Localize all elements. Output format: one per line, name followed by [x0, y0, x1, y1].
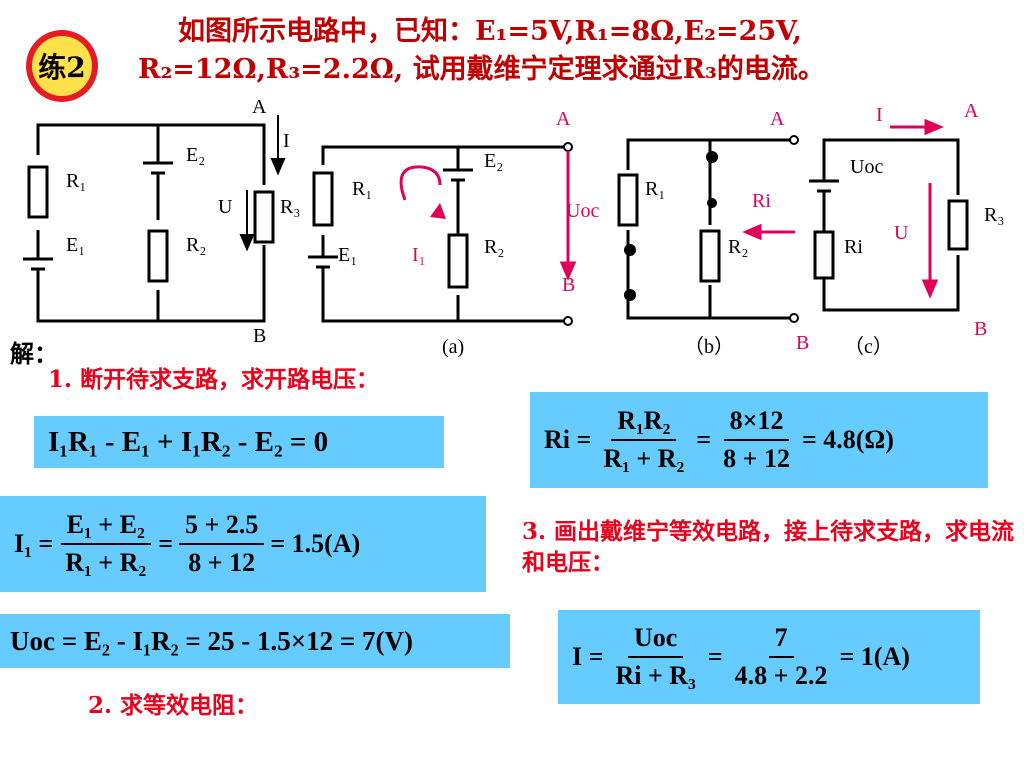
c-node-b-label: B [974, 318, 987, 340]
c-ri-label: Ri [844, 236, 863, 258]
main-node-b-label: B [253, 325, 266, 347]
main-r3-label: R₃ [280, 196, 300, 218]
step2-text: 2. 求等效电阻： [88, 692, 259, 719]
c-uoc-label: Uoc [850, 156, 883, 178]
uoc-equation: Uoc = E₂ - I₁R₂ = 25 - 1.5×12 = 7(V) [10, 625, 414, 656]
step1-text: 1. 断开待求支路，求开路电压： [48, 366, 380, 393]
a-caption: (a) [442, 336, 464, 358]
main-e1-label: E₁ [66, 234, 85, 256]
i1-result: = 1.5(A) [270, 529, 361, 558]
i-result: = 1(A) [839, 642, 910, 671]
step3-text: 3. 画出戴维宁等效电路，接上待求支路，求电流和电压： [522, 518, 1015, 576]
a-e2-label: E₂ [484, 150, 503, 172]
main-e2-label: E₂ [186, 144, 205, 166]
b-caption: （b） [684, 335, 734, 358]
main-r1-label: R₁ [66, 170, 86, 192]
circuit-diagrams: A B R₁ E₁ E₂ R₂ R₃ I U R₁ E₁ E₂ R₂ (a) R… [23, 96, 1004, 358]
a-i1-label: I₁ [412, 244, 426, 266]
a-e1-label: E₁ [338, 244, 357, 266]
solution-label: 解： [10, 339, 58, 368]
main-node-a-label: A [252, 96, 267, 118]
i1-lhs: I₁ = [14, 529, 54, 558]
circuit-c [822, 138, 960, 312]
b-node-a-label: A [770, 108, 785, 130]
c-caption: （c） [844, 335, 893, 358]
uoc-equation-box: Uoc = E₂ - I₁R₂ = 25 - 1.5×12 = 7(V) [0, 614, 510, 668]
main-current-i-label: I [283, 130, 290, 152]
b-ri-label: Ri [752, 190, 771, 212]
ri-result: = 4.8(Ω) [801, 425, 894, 454]
a-r1-label: R₁ [352, 178, 372, 200]
c-voltage-u-label: U [894, 222, 909, 244]
kvl-equation-box: I₁R₁ - E₁ + I₁R₂ - E₂ = 0 [34, 416, 444, 468]
c-current-i-label: I [876, 104, 883, 126]
c-node-a-label: A [964, 100, 979, 122]
ri-lhs: Ri = [544, 425, 592, 454]
b-r1-label: R₁ [645, 178, 665, 200]
a-node-b-label: B [562, 274, 575, 296]
problem-statement-line1: 如图所示电路中，已知：E₁=5V,R₁=8Ω,E₂=25V, [178, 16, 802, 47]
c-r3-label: R₃ [984, 204, 1004, 226]
a-uoc-label: Uoc [566, 200, 599, 222]
b-node-b-label: B [796, 332, 809, 354]
badge-label: 练2 [32, 36, 92, 96]
i-lhs: I = [572, 642, 604, 671]
main-voltage-u-label: U [218, 196, 233, 218]
main-r2-label: R₂ [186, 234, 206, 256]
a-r2-label: R₂ [484, 236, 504, 258]
kvl-equation: I₁R₁ - E₁ + I₁R₂ - E₂ = 0 [48, 425, 329, 458]
exercise-badge: 练2 [26, 30, 98, 102]
b-r2-label: R₂ [728, 236, 748, 258]
problem-statement-line2: R₂=12Ω,R₃=2.2Ω, 试用戴维宁定理求通过R₃的电流。 [138, 54, 825, 85]
a-node-a-label: A [556, 108, 571, 130]
